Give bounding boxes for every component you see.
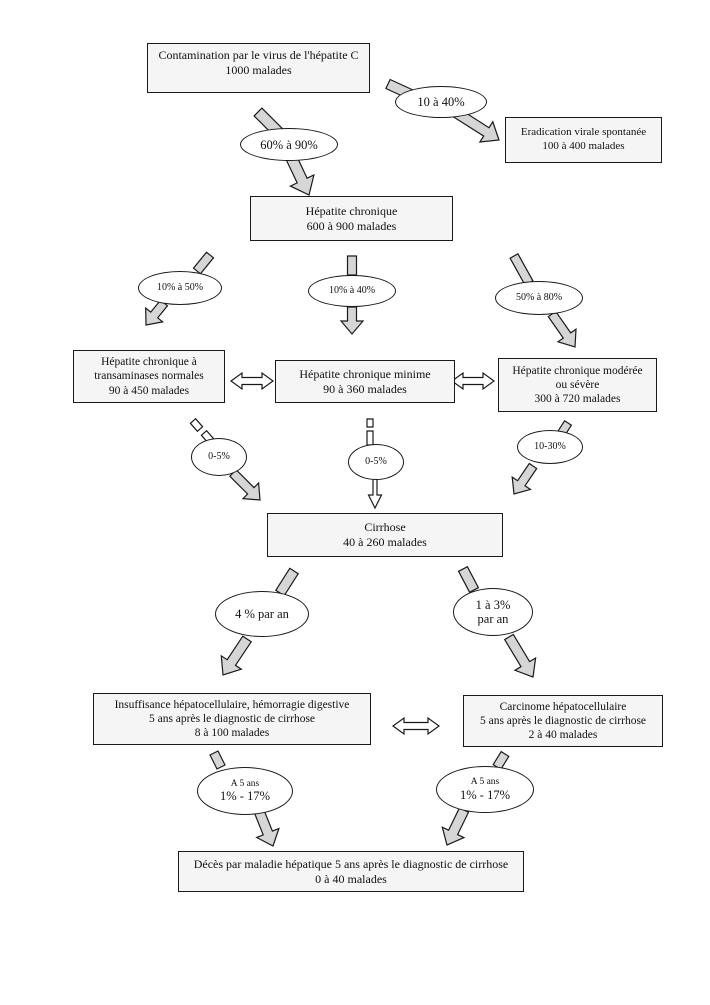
- node-sublabel: 600 à 900 malades: [306, 218, 397, 233]
- arrow-tail-stub: [189, 417, 204, 433]
- probability-label: 10 à 40%: [417, 95, 465, 109]
- probability-label: 0-5%: [365, 456, 387, 468]
- probability-transaminases-to-cirrhose: 0-5%: [191, 438, 247, 476]
- node-label: Hépatite chronique modérée: [512, 364, 643, 377]
- probability-label: 10% à 50%: [156, 282, 204, 294]
- node-label: 5 ans après le diagnostic de cirrhose: [148, 712, 316, 725]
- double-arrow: [229, 371, 275, 391]
- node-label: Hépatite chronique: [305, 203, 398, 218]
- probability-label: A 5 ans: [230, 778, 260, 789]
- flow-arrow: [228, 468, 261, 501]
- arrow-tail-stub: [274, 567, 300, 597]
- arrow-tail-stub: [366, 418, 374, 428]
- node-eradication: Eradication virale spontanée 100 à 400 m…: [505, 117, 662, 163]
- node-label: Carcinome hépatocellulaire: [499, 700, 627, 713]
- flow-arrow: [511, 462, 538, 495]
- probability-insuffisance-to-deces: A 5 ans 1% - 17%: [197, 767, 293, 815]
- node-label: Eradication virale spontanée: [520, 126, 647, 139]
- double-arrow: [450, 371, 496, 391]
- node-sublabel: 90 à 360 malades: [323, 381, 407, 396]
- arrow-tail-stub: [192, 251, 215, 275]
- flow-arrow: [220, 635, 253, 676]
- probability-label: 50% à 80%: [515, 292, 563, 304]
- node-deces: Décès par maladie hépatique 5 ans après …: [178, 851, 524, 892]
- node-label: Décès par maladie hépatique 5 ans après …: [193, 856, 509, 871]
- flow-arrow: [367, 477, 383, 510]
- node-sublabel: 300 à 720 malades: [534, 393, 621, 406]
- probability-label: 1% - 17%: [460, 787, 510, 802]
- arrow-tail-stub: [366, 430, 374, 446]
- probability-label: 4 % par an: [235, 607, 289, 621]
- node-label: Contamination par le virus de l'hépatite…: [158, 48, 359, 62]
- flow-arrow: [339, 306, 365, 335]
- node-carcinome: Carcinome hépatocellulaire 5 ans après l…: [463, 695, 663, 747]
- probability-carcinome-to-deces: A 5 ans 1% - 17%: [436, 766, 534, 813]
- probability-to-eradication: 10 à 40%: [395, 86, 487, 118]
- node-label: Cirrhose: [364, 520, 406, 535]
- node-insuffisance: Insuffisance hépatocellulaire, hémorragi…: [93, 693, 371, 745]
- probability-label: 60% à 90%: [260, 137, 318, 152]
- probability-to-carcinome: 1 à 3% par an: [453, 588, 533, 636]
- probability-label: 0-5%: [208, 451, 230, 463]
- probability-label: A 5 ans: [470, 777, 500, 788]
- probability-label: 1% - 17%: [220, 789, 270, 804]
- node-label: Insuffisance hépatocellulaire, hémorragi…: [114, 698, 350, 711]
- node-label: ou sévère: [555, 378, 600, 391]
- node-cirrhose: Cirrhose 40 à 260 malades: [267, 513, 503, 557]
- probability-to-transaminases: 10% à 50%: [138, 271, 222, 305]
- node-label: Hépatite chronique à: [101, 356, 197, 369]
- probability-label: 10-30%: [534, 441, 566, 453]
- flow-arrow: [441, 806, 470, 846]
- probability-to-chronique: 60% à 90%: [240, 128, 338, 161]
- probability-minime-to-cirrhose: 0-5%: [348, 444, 404, 480]
- node-label: transaminases normales: [94, 370, 204, 383]
- node-hepatite-chronique: Hépatite chronique 600 à 900 malades: [250, 196, 453, 241]
- probability-label: par an: [477, 612, 509, 626]
- arrow-tail-stub: [346, 255, 358, 276]
- probability-label: 10% à 40%: [328, 285, 376, 297]
- probability-label: 1 à 3%: [475, 598, 511, 612]
- probability-to-minime: 10% à 40%: [308, 275, 396, 307]
- node-sublabel: 100 à 400 malades: [542, 140, 625, 152]
- node-label: 5 ans après le diagnostic de cirrhose: [479, 714, 647, 727]
- node-sublabel: 8 à 100 malades: [194, 727, 270, 740]
- probability-moderee-to-cirrhose: 10-30%: [517, 430, 583, 464]
- probability-to-moderee: 50% à 80%: [495, 281, 583, 315]
- probability-to-insuffisance: 4 % par an: [215, 591, 309, 637]
- node-contamination: Contamination par le virus de l'hépatite…: [147, 43, 370, 93]
- flow-arrow: [253, 808, 280, 847]
- arrow-tail-stub: [209, 750, 226, 770]
- node-transaminases-normales: Hépatite chronique à transaminases norma…: [73, 350, 225, 403]
- flow-arrow: [145, 299, 169, 326]
- node-sublabel: 40 à 260 malades: [343, 535, 427, 549]
- node-label: Hépatite chronique minime: [299, 366, 431, 381]
- node-sublabel: 0 à 40 malades: [315, 871, 387, 886]
- flow-arrow: [503, 633, 537, 678]
- double-arrow: [391, 716, 441, 736]
- node-sublabel: 2 à 40 malades: [528, 729, 598, 742]
- node-sublabel: 90 à 450 malades: [108, 384, 190, 397]
- flow-arrow: [547, 310, 577, 348]
- node-sublabel: 1000 malades: [225, 62, 292, 77]
- node-moderee-severe: Hépatite chronique modérée ou sévère 300…: [498, 358, 657, 412]
- arrow-tail-stub: [457, 565, 480, 594]
- node-chronique-minime: Hépatite chronique minime 90 à 360 malad…: [275, 360, 455, 403]
